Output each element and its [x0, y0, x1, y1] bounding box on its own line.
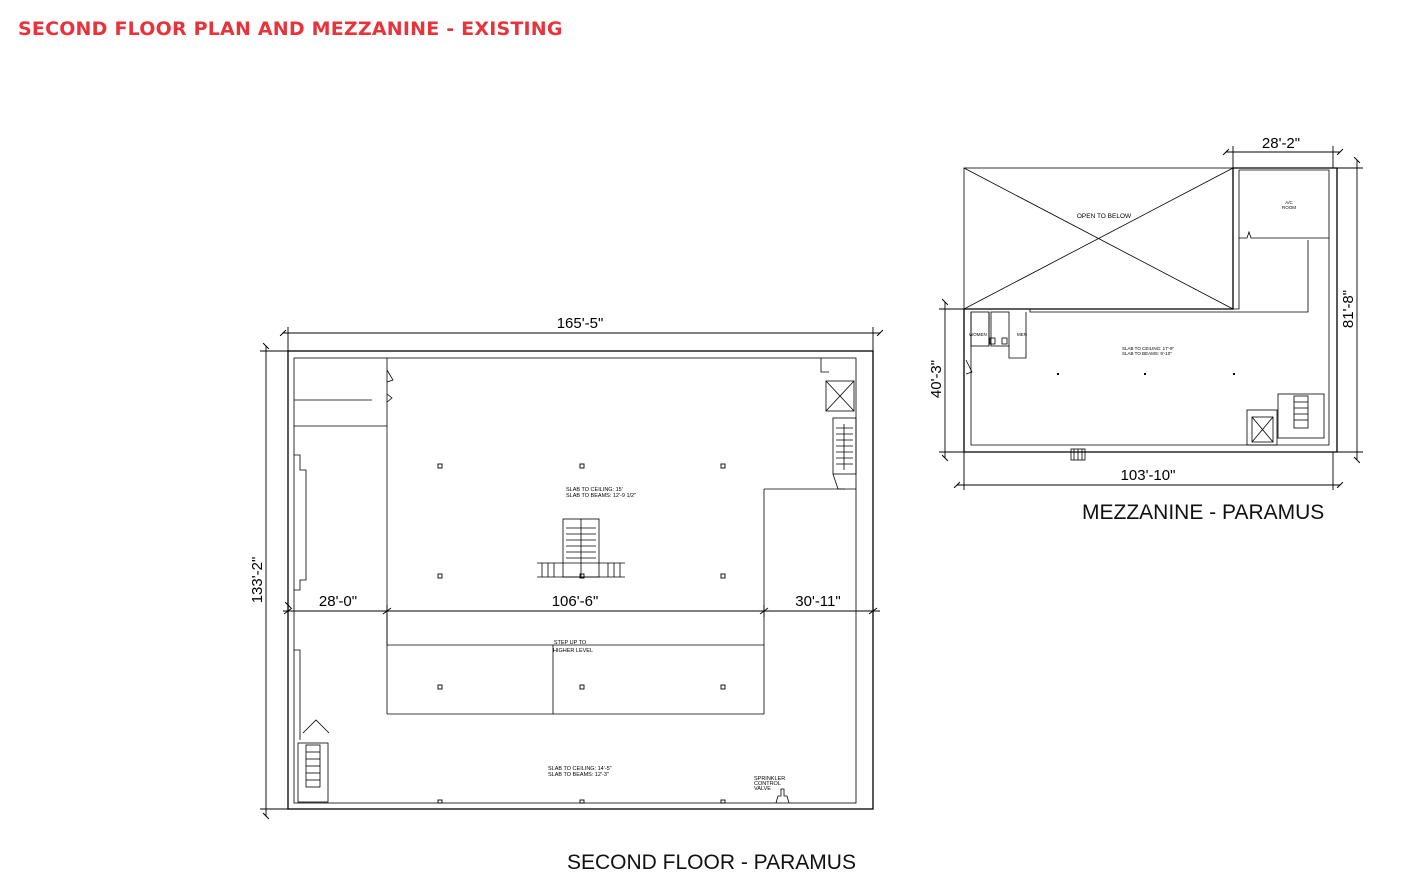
step-up-note-1: STEP UP TO — [554, 640, 587, 646]
second-floor-plan: 165'-5" 133'-2" 28'-0" 106'-6" 30'-11" S… — [249, 315, 884, 820]
sprinkler-note-3: VALVE — [754, 786, 771, 792]
men-label: MEN — [1017, 332, 1027, 337]
central-escalator — [537, 518, 625, 578]
mezz-dim-bottom-width: 103'-10" — [1121, 467, 1176, 484]
escalator-treads — [541, 527, 621, 577]
upper-slab-note-1: SLAB TO CEILING: 15' — [566, 487, 623, 493]
mezz-slab-note-2: SLAB TO BEAMS: 9'-10" — [1122, 351, 1172, 356]
dim-right-bay: 30'-11" — [795, 593, 840, 610]
upper-slab-note-2: SLAB TO BEAMS: 12'-9 1/2" — [566, 493, 636, 499]
right-stair-treads — [836, 427, 853, 465]
second-floor-inner-wall — [293, 357, 857, 804]
step-up-note-2: HIGHER LEVEL — [553, 648, 593, 654]
mezz-slab-note-1: SLAB TO CEILING: 17'-9" — [1122, 346, 1174, 351]
left-stair-treads — [306, 751, 320, 781]
toilet-rooms — [965, 311, 1027, 375]
lower-slab-note-1: SLAB TO CEILING: 14'-5" — [548, 766, 612, 772]
mezzanine-caption: MEZZANINE - PARAMUS — [1082, 501, 1325, 524]
mezzanine-columns — [1057, 373, 1235, 375]
ac-room-label-1: A/C — [1285, 200, 1293, 205]
dim-center-bay: 106'-6" — [552, 593, 599, 610]
sprinkler-symbol — [775, 788, 790, 804]
elevator-box — [825, 380, 855, 412]
mezzanine-dimensions — [939, 146, 1363, 490]
dim-overall-width: 165'-5" — [557, 315, 604, 332]
mezz-dim-left-depth: 40'-3" — [928, 360, 945, 398]
right-elevator-stair — [820, 358, 857, 490]
column-markers — [437, 463, 726, 804]
sprinkler-note-1: SPRINKLER — [754, 776, 785, 782]
second-floor-dimensions — [260, 327, 884, 820]
page-title: SECOND FLOOR PLAN AND MEZZANINE - EXISTI… — [18, 18, 563, 40]
mezzanine-outer-wall — [963, 167, 1338, 453]
right-stair — [832, 417, 857, 475]
mezz-dim-overall-depth: 81'-8" — [1340, 290, 1357, 328]
second-floor-caption: SECOND FLOOR - PARAMUS — [567, 851, 856, 874]
central-area-outline — [386, 426, 856, 715]
lower-slab-note-2: SLAB TO BEAMS: 12'-3" — [548, 772, 609, 778]
mezzanine-stair-elevator — [1070, 393, 1325, 461]
lower-left-stair — [297, 719, 330, 803]
dim-overall-depth: 133'-2" — [249, 557, 266, 604]
ac-room — [1238, 169, 1330, 239]
open-to-below-label: OPEN TO BELOW — [1077, 213, 1132, 220]
mezzanine-plan: 28'-2" 81'-8" 40'-3" 103'-10" OPEN TO BE… — [928, 135, 1363, 490]
second-floor-outer-wall — [287, 350, 874, 810]
sprinkler-note-2: CONTROL — [754, 781, 781, 787]
women-label: WOMEN — [969, 332, 987, 337]
ac-room-label-2: ROOM — [1282, 205, 1296, 210]
mezz-dim-top-width: 28'-2" — [1262, 135, 1300, 152]
upper-left-room — [294, 358, 394, 740]
dim-left-bay: 28'-0" — [319, 593, 357, 610]
